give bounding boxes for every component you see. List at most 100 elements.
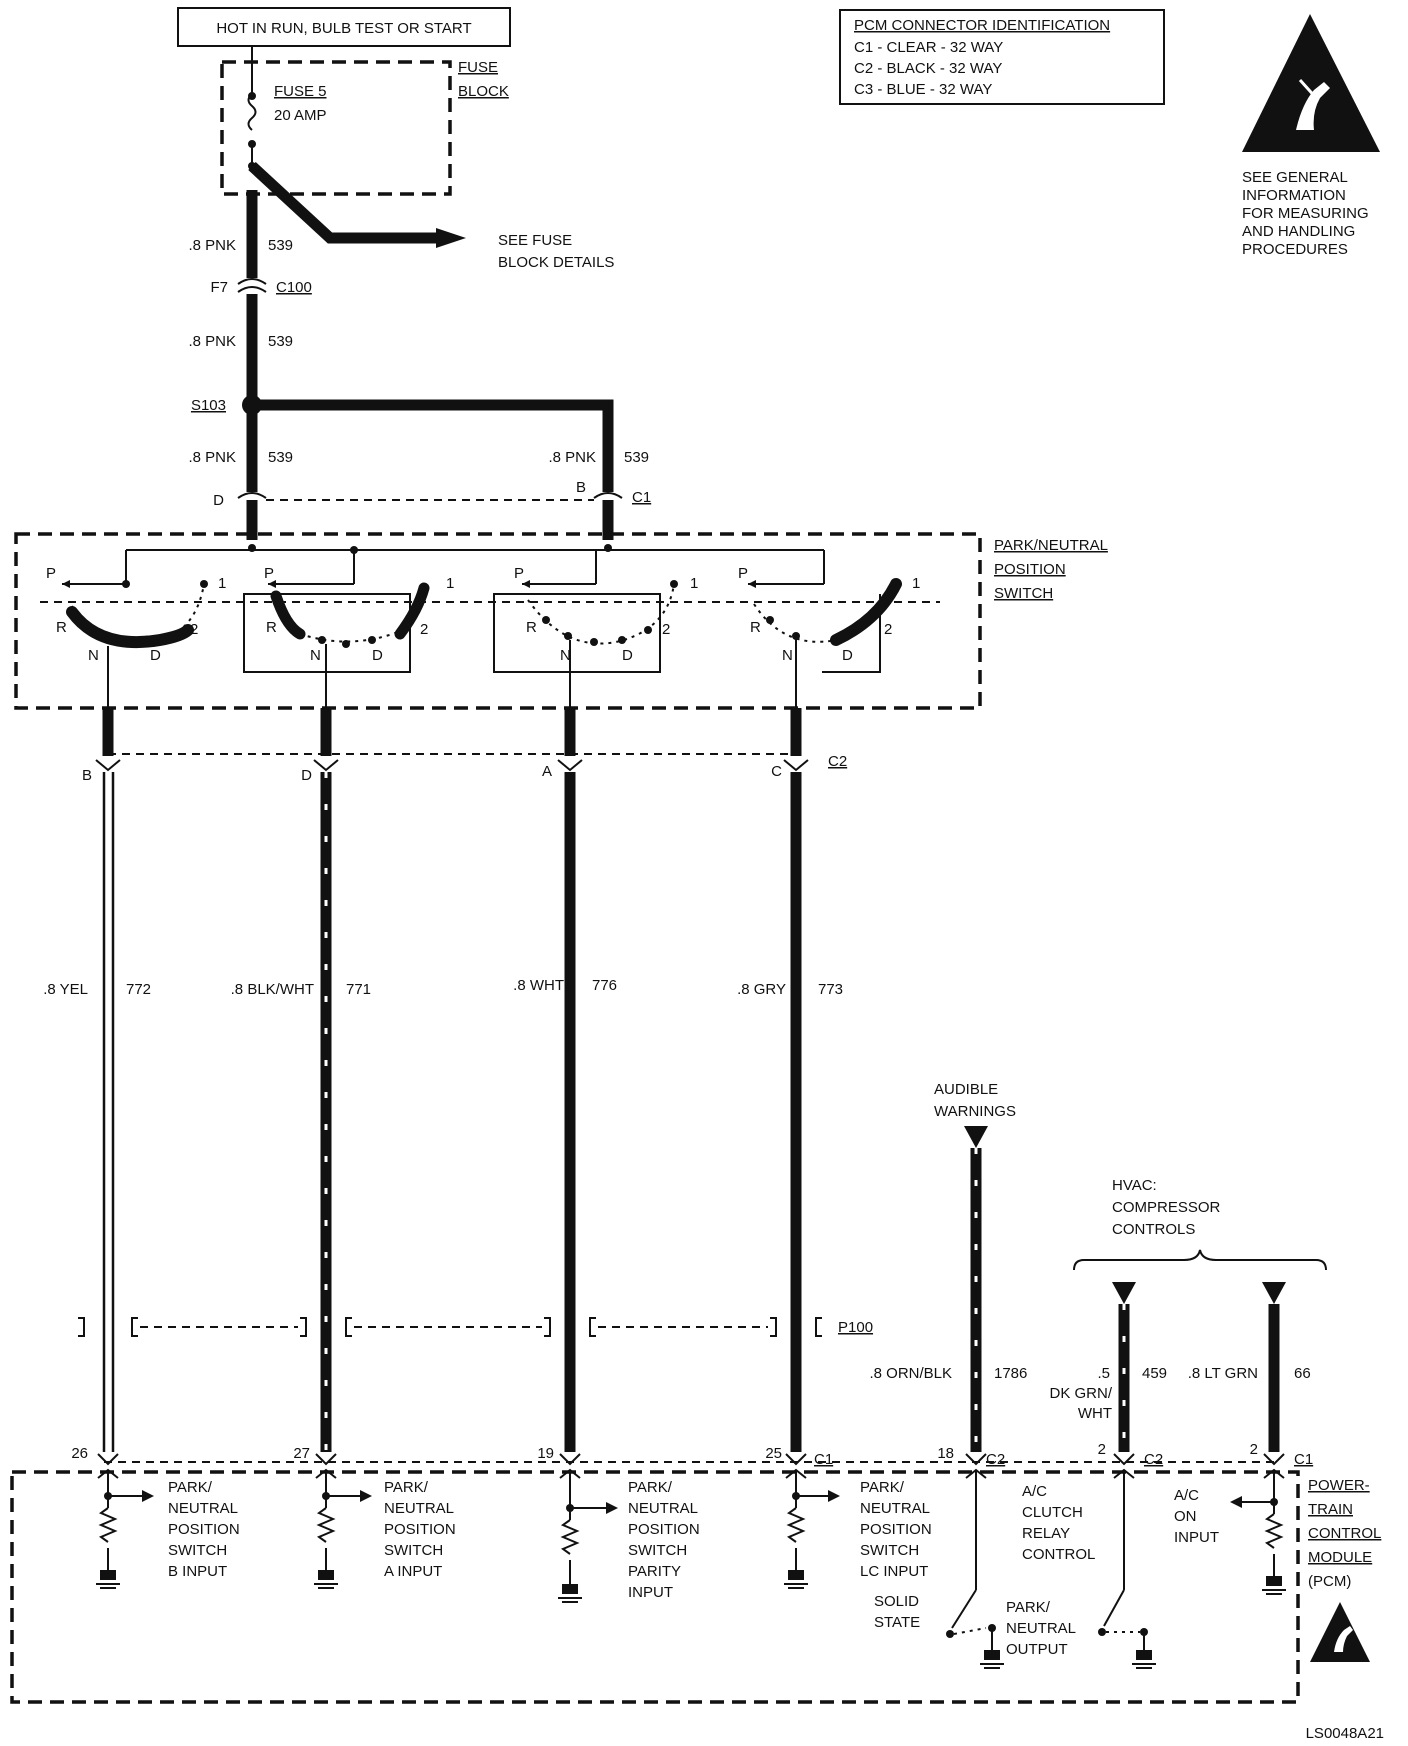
switch4-pos-1: 1: [912, 575, 920, 592]
c2-pin: A: [542, 763, 552, 780]
switch3-pos-d: D: [622, 647, 633, 664]
fuse-block-outline: [220, 60, 452, 196]
input-label-line: POSITION: [168, 1521, 240, 1538]
switch3-pos-1: 1: [690, 575, 698, 592]
pn-output-label: PARK/: [1006, 1599, 1051, 1616]
switch2-pos-n: N: [310, 647, 321, 664]
fuse-block-title-2: BLOCK: [458, 83, 509, 100]
fuse-terminal-top: [248, 92, 256, 100]
c1-connector-label: C1: [632, 489, 651, 506]
input-label-line: PARK/: [384, 1479, 429, 1496]
switch2-pos-2: 2: [420, 621, 428, 638]
c2-switch-connector-label: C2: [828, 753, 847, 770]
hvac-label-1: HVAC:: [1112, 1177, 1157, 1194]
pcm-output-circuits: [946, 1468, 1286, 1669]
input-label-line: SWITCH: [168, 1542, 227, 1559]
input-label-line: PARK/: [168, 1479, 213, 1496]
input-label-line: NEUTRAL: [628, 1500, 698, 1517]
switch1-pos-n: N: [88, 647, 99, 664]
esd-warning-icon: [1242, 14, 1380, 152]
audible-wire-color: .8 ORN/BLK: [869, 1365, 952, 1382]
switch4-pos-2: 2: [884, 621, 892, 638]
switch1-pos-r: R: [56, 619, 67, 636]
hvac-label-3: CONTROLS: [1112, 1221, 1195, 1238]
input-label-line: INPUT: [628, 1584, 673, 1601]
feed-wire-color-4: .8 PNK: [548, 449, 596, 466]
pcm-pin: 2: [1098, 1441, 1106, 1458]
solid-state-label: STATE: [874, 1614, 920, 1631]
relay-wire-line: DK GRN/: [1049, 1385, 1112, 1402]
relay-wire-line: .5: [1097, 1365, 1110, 1382]
power-source-box: [177, 7, 511, 47]
solid-state-label: SOLID: [874, 1593, 919, 1610]
switch-title-3: SWITCH: [994, 585, 1053, 602]
power-source-label: HOT IN RUN, BULB TEST OR START: [216, 20, 471, 37]
pcm-input-circuits: [96, 1468, 840, 1603]
input-label-line: B INPUT: [168, 1563, 227, 1580]
esd-warning-icon: [1310, 1602, 1370, 1662]
fuse-block-title-1: FUSE: [458, 59, 498, 76]
switch3-pos-2: 2: [662, 621, 670, 638]
pn-output-label: NEUTRAL: [1006, 1620, 1076, 1637]
feed-wire-color-3: .8 PNK: [188, 449, 236, 466]
c100-label: C100: [276, 279, 312, 296]
input-label-line: A INPUT: [384, 1563, 442, 1580]
pcm-title-2: TRAIN: [1308, 1501, 1353, 1518]
input-label-line: SWITCH: [628, 1542, 687, 1559]
pcm-title-4: MODULE: [1308, 1549, 1372, 1566]
ac-on-label-line: ON: [1174, 1508, 1197, 1525]
figure-id: LS0048A21: [1306, 1725, 1384, 1742]
fuse-rating: 20 AMP: [274, 107, 327, 124]
switch4-pos-d: D: [842, 647, 853, 664]
splice-s103-label: S103: [191, 397, 226, 414]
pcm-connector: C1: [814, 1451, 833, 1468]
switch3-pos-p: P: [514, 565, 524, 582]
wire-color: .8 BLK/WHT: [231, 981, 314, 998]
pcm-connector-id-title: PCM CONNECTOR IDENTIFICATION: [854, 17, 1110, 34]
feed-circuit-3: 539: [268, 449, 293, 466]
ac-on-label-line: A/C: [1174, 1487, 1199, 1504]
pcm-pin: 25: [765, 1445, 782, 1462]
see-fuse-label-1: SEE FUSE: [498, 232, 572, 249]
arrow-down-icon: [1262, 1282, 1286, 1304]
switch-section-1: P R N D 1 2: [46, 565, 226, 708]
audible-label-2: WARNINGS: [934, 1103, 1016, 1120]
c100-connector-symbol: [237, 278, 267, 285]
pcm-title-3: CONTROL: [1308, 1525, 1381, 1542]
fuse-element-icon: [247, 93, 257, 131]
input-label-line: LC INPUT: [860, 1563, 928, 1580]
pcm-connector-id-row: C2 - BLACK - 32 WAY: [854, 60, 1002, 77]
input-label-line: NEUTRAL: [860, 1500, 930, 1517]
c2-pin: C: [771, 763, 782, 780]
switch1-pos-p: P: [46, 565, 56, 582]
switch3-pos-n: N: [560, 647, 571, 664]
input-label-line: SWITCH: [384, 1542, 443, 1559]
c1-pin-b: B: [576, 479, 586, 496]
switch4-pos-r: R: [750, 619, 761, 636]
wire-circuit: 772: [126, 981, 151, 998]
esd-note-line: INFORMATION: [1242, 187, 1346, 204]
switch2-pos-p: P: [264, 565, 274, 582]
feed-circuit-2: 539: [268, 333, 293, 350]
fuse-name: FUSE 5: [274, 83, 327, 100]
relay-label-line: CLUTCH: [1022, 1504, 1083, 1521]
switch2-pos-r: R: [266, 619, 277, 636]
input-label-line: PARK/: [628, 1479, 673, 1496]
p100-connector: [78, 1317, 822, 1337]
pcm-abbr: (PCM): [1308, 1573, 1351, 1590]
relay-label-line: CONTROL: [1022, 1546, 1095, 1563]
arrow-right-icon: [436, 228, 466, 248]
see-fuse-label-2: BLOCK DETAILS: [498, 254, 614, 271]
fuse-block-details-wire: [248, 161, 440, 244]
input-label-line: POSITION: [860, 1521, 932, 1538]
ac-on-label-line: INPUT: [1174, 1529, 1219, 1546]
ac-on-wire-color: .8 LT GRN: [1188, 1365, 1258, 1382]
c2-pin: B: [82, 767, 92, 784]
feed-circuit-4: 539: [624, 449, 649, 466]
audible-circuit: 1786: [994, 1365, 1027, 1382]
pcm-pin: 27: [293, 1445, 310, 1462]
pn-output-label: OUTPUT: [1006, 1641, 1068, 1658]
pcm-title-1: POWER-: [1308, 1477, 1370, 1494]
pcm-pin: 26: [71, 1445, 88, 1462]
esd-note-line: FOR MEASURING: [1242, 205, 1369, 222]
